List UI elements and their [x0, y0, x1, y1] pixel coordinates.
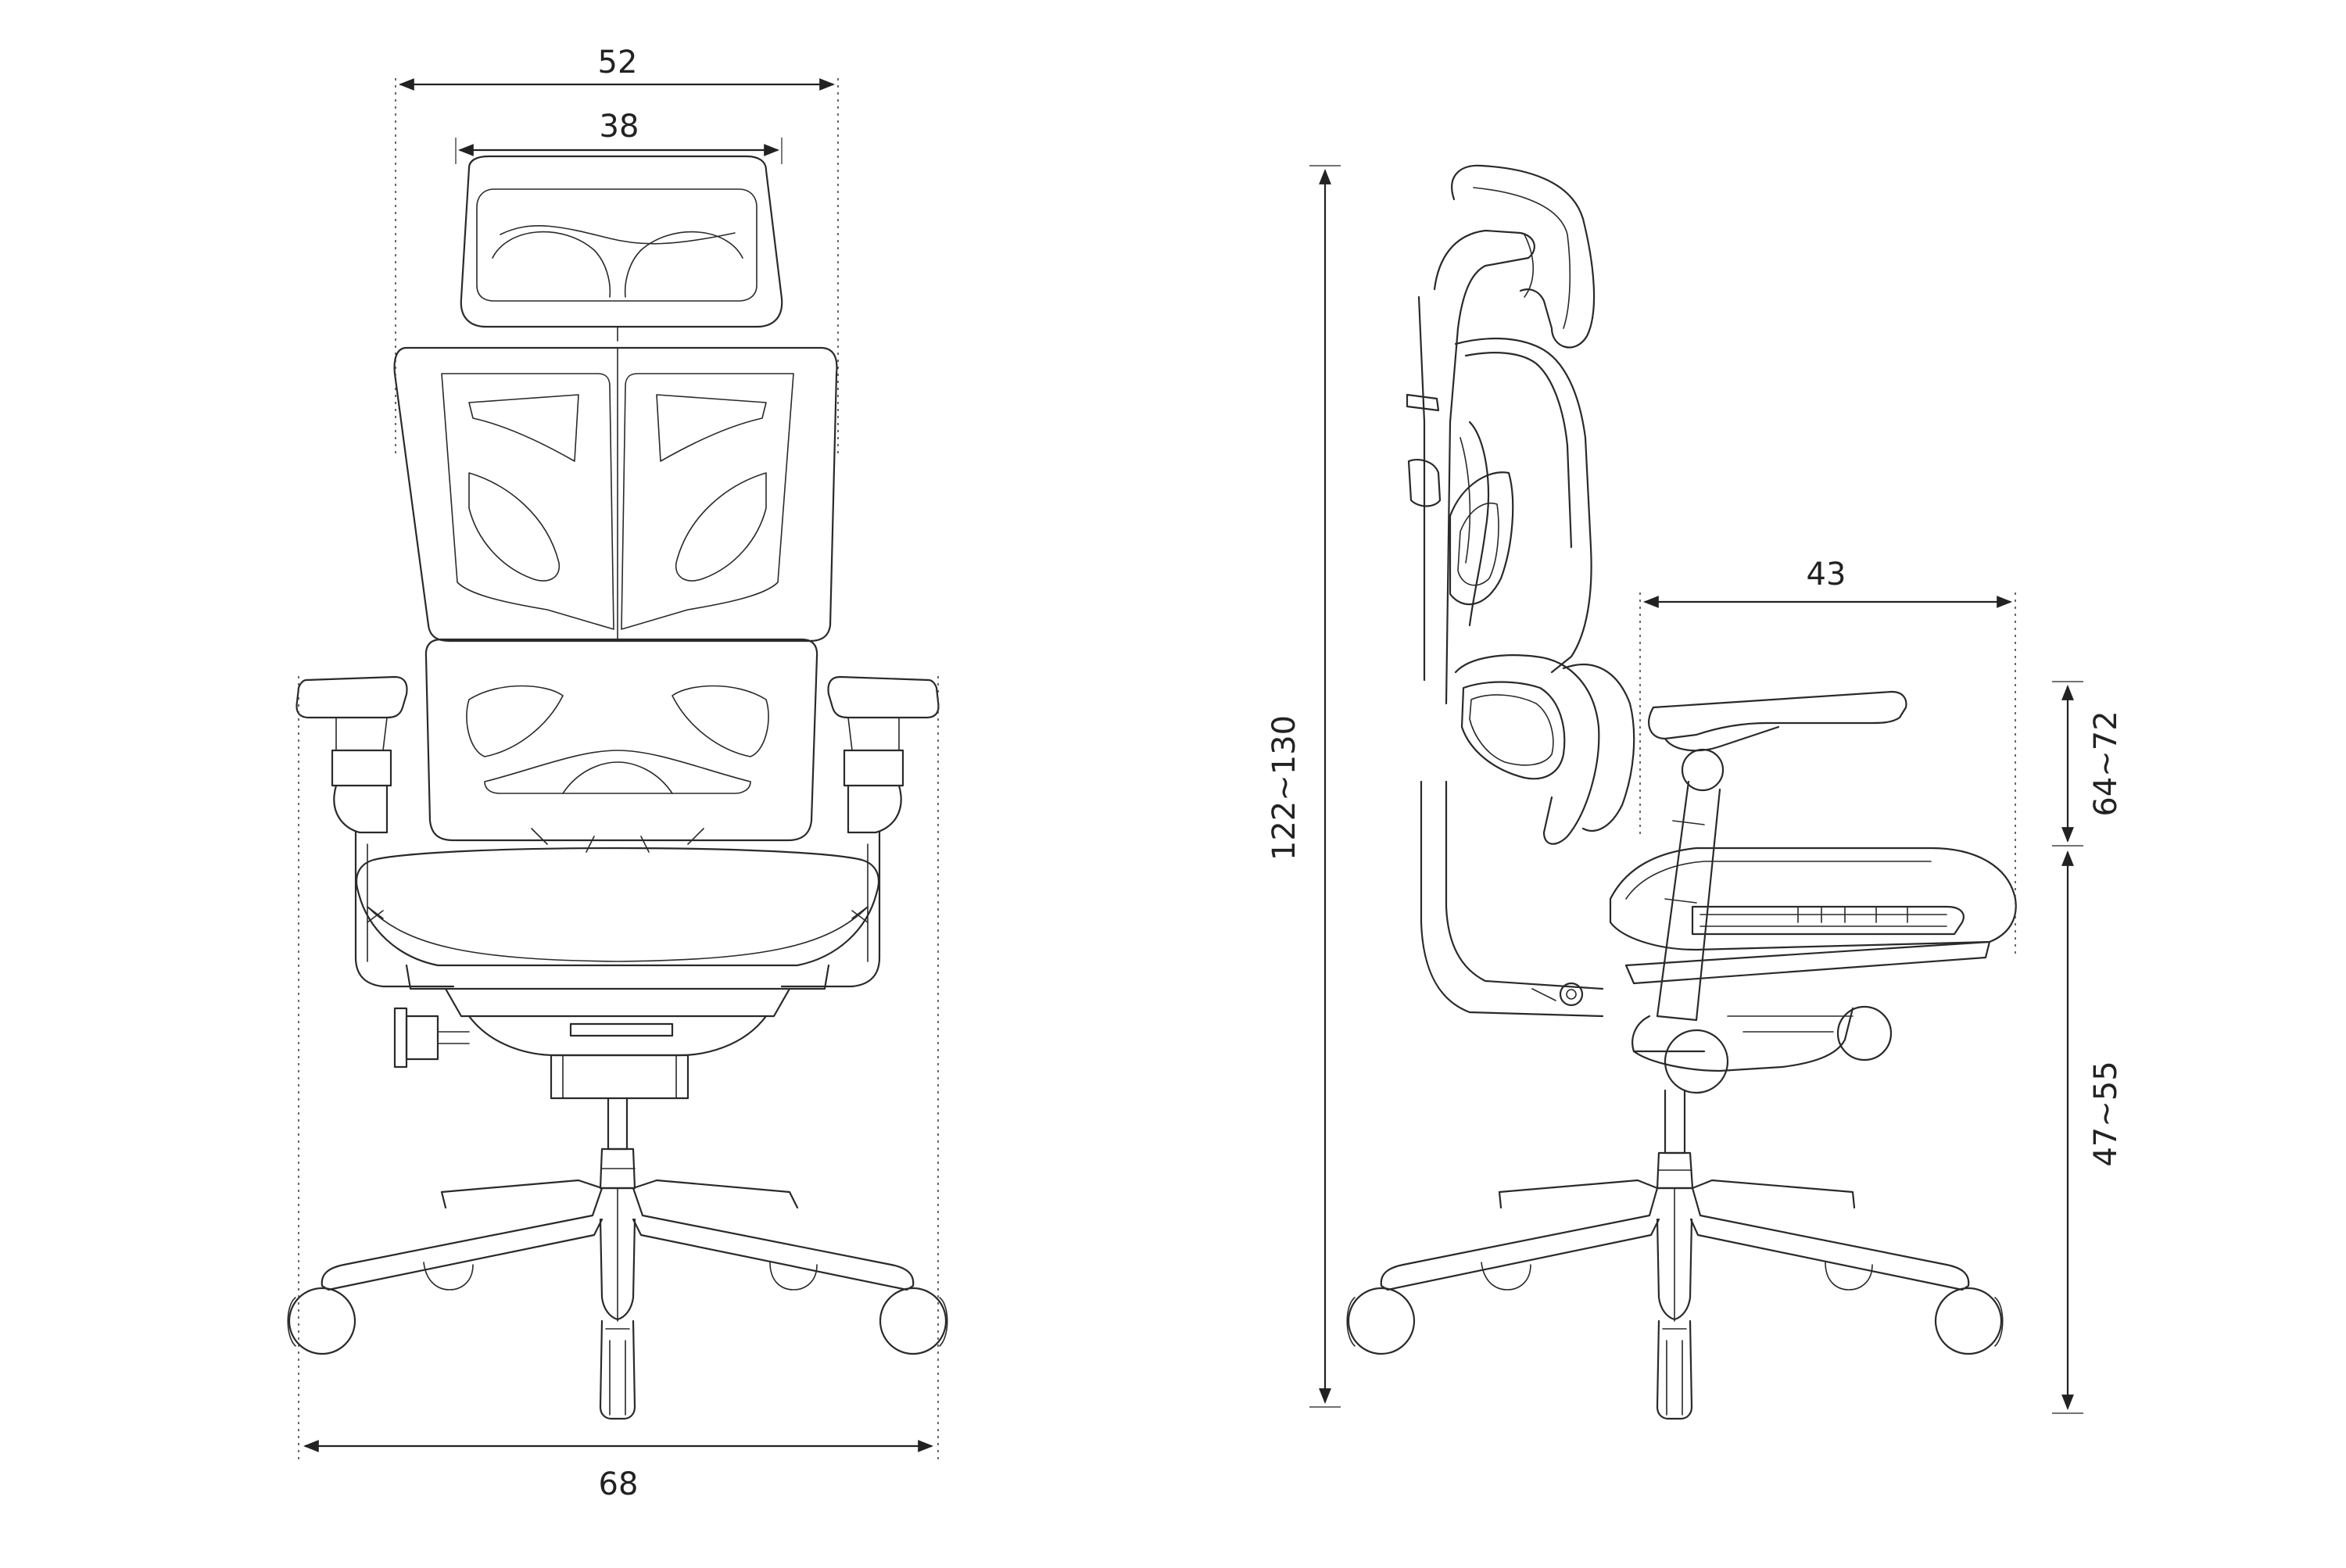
front-view-chair: [287, 155, 948, 1420]
side-mechanism: [1632, 1005, 1893, 1094]
dim-headrest-width: 38: [455, 109, 783, 164]
front-tilt-knob: [393, 1007, 470, 1069]
side-lumbar-support: [1454, 654, 1635, 845]
front-lumbar-support: [424, 638, 818, 853]
dim-total-height: 122~130: [1266, 165, 1341, 1408]
side-view-chair: [1346, 164, 2017, 1420]
front-armrest-right: [780, 675, 940, 988]
side-armrest: [1631, 690, 1907, 1053]
side-star-base: [1346, 1179, 2004, 1420]
seat-depth-label: 43: [1807, 557, 1846, 592]
back-width-label: 52: [598, 45, 638, 81]
front-headrest: [460, 155, 783, 342]
side-seat: [1609, 847, 2017, 985]
dim-armrest-height: 64~72: [2052, 681, 2124, 847]
total-height-label: 122~130: [1266, 715, 1302, 861]
armrest-height-label: 64~72: [2088, 711, 2124, 816]
dim-seat-height: 47~55: [2052, 850, 2124, 1414]
dim-seat-depth: 43: [1639, 557, 2016, 954]
front-gas-cylinder: [599, 1097, 636, 1190]
front-seat: [355, 847, 880, 1057]
side-backrest: [1406, 229, 1592, 705]
headrest-width-label: 38: [600, 109, 639, 145]
dim-base-width: 68: [298, 676, 939, 1502]
side-gas-cylinder: [1656, 1089, 1694, 1190]
front-star-base: [287, 1179, 948, 1420]
dim-back-width: 52: [395, 45, 839, 453]
side-rear-frame: [1420, 780, 1604, 1018]
front-mechanism: [550, 1054, 689, 1100]
base-width-label: 68: [599, 1466, 639, 1502]
front-backrest: [393, 346, 838, 643]
side-headrest: [1451, 164, 1596, 349]
front-armrest-left: [295, 675, 455, 988]
seat-height-label: 47~55: [2088, 1061, 2124, 1166]
